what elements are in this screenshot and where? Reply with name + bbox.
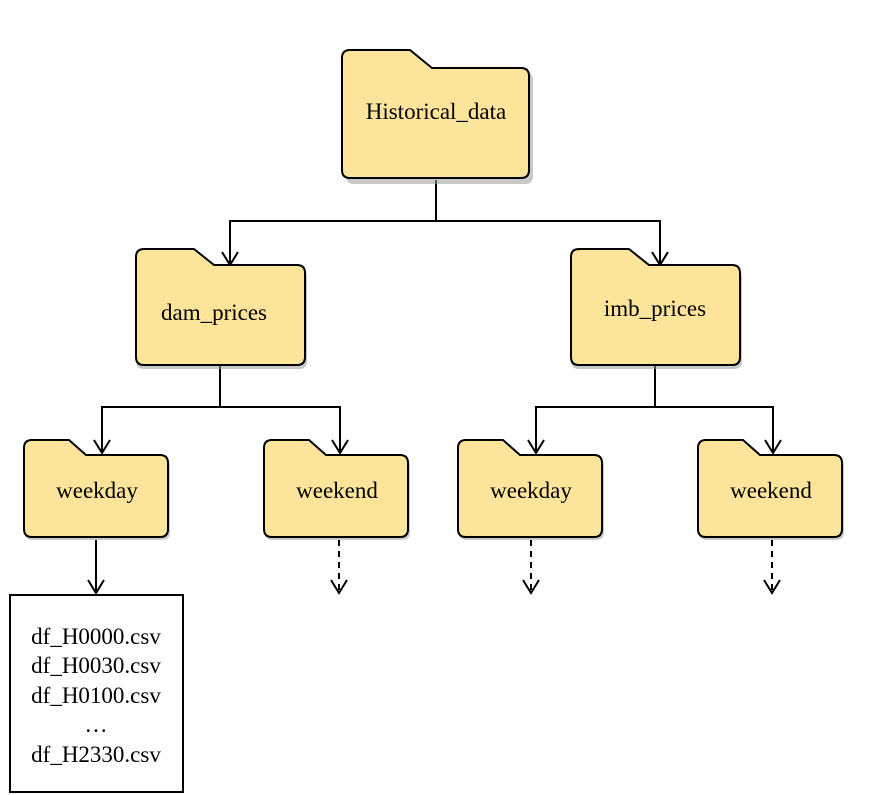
- arrow-icon: [527, 439, 545, 455]
- arrow-icon: [87, 579, 105, 595]
- edge-dam-to-weekend: [220, 406, 341, 452]
- folder-icon: [23, 439, 169, 538]
- folder-label-root: Historical_data: [366, 99, 507, 124]
- folder-icon: [341, 49, 530, 179]
- folder-icon: [135, 248, 306, 366]
- folder-node-historical-data: Historical_data: [341, 49, 533, 184]
- file-list-box: df_H0000.csv df_H0030.csv df_H0100.csv ……: [9, 594, 184, 793]
- edge-imb-to-weekday: [535, 366, 656, 452]
- folder-icon: [263, 439, 409, 538]
- folder-node-dam-weekday: weekday: [23, 439, 170, 540]
- folder-node-imb-prices: imb_prices: [570, 248, 742, 369]
- folder-label-dam-weekend: weekend: [296, 478, 378, 503]
- folder-label-dam-weekday: weekday: [56, 478, 138, 503]
- folder-node-dam-prices: dam_prices: [135, 248, 307, 369]
- edge-imb-to-weekend: [655, 406, 774, 452]
- folder-icon: [457, 439, 603, 538]
- file-name: df_H0100.csv: [31, 683, 161, 708]
- file-name: df_H0000.csv: [31, 624, 161, 649]
- edge-dam-to-weekday: [101, 366, 221, 452]
- folder-icon: [697, 439, 843, 538]
- folder-label-imb-weekend: weekend: [730, 478, 812, 503]
- arrow-icon: [330, 579, 348, 595]
- folder-node-imb-weekday: weekday: [457, 439, 604, 540]
- file-name: df_H0030.csv: [31, 653, 161, 678]
- file-list-border: [9, 594, 184, 793]
- arrow-icon: [522, 579, 540, 595]
- connectors: [95, 180, 774, 592]
- folder-label-imb-prices: imb_prices: [604, 296, 706, 321]
- arrow-icon: [331, 439, 349, 455]
- folder-label-dam-prices: dam_prices: [161, 300, 267, 325]
- folder-node-imb-weekend: weekend: [697, 439, 844, 540]
- edge-root-to-dam-prices: [229, 180, 437, 264]
- folder-label-imb-weekday: weekday: [490, 478, 572, 503]
- arrow-icon: [93, 439, 111, 455]
- file-name: df_H2330.csv: [31, 742, 161, 767]
- file-ellipsis: …: [85, 712, 108, 737]
- arrow-icon: [763, 579, 781, 595]
- edge-root-to-imb-prices: [436, 220, 661, 264]
- folder-node-dam-weekend: weekend: [263, 439, 410, 540]
- folder-icon: [570, 248, 741, 366]
- arrow-icon: [764, 439, 782, 455]
- dashed-connectors: [338, 540, 773, 591]
